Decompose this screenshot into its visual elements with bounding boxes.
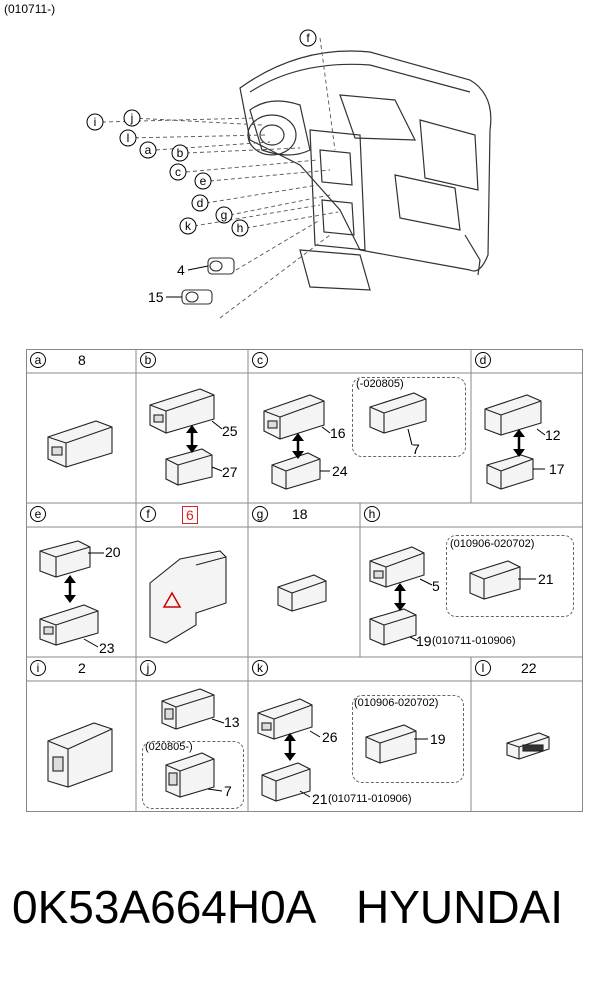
cell-l: l 22	[471, 657, 583, 812]
cell-label-h: h	[364, 506, 380, 522]
svg-text:f: f	[306, 31, 310, 45]
cell-f: f 6	[136, 503, 248, 657]
cell-h-range: (010906-020702)	[450, 538, 535, 550]
cell-k-range-box	[352, 695, 464, 783]
cell-j-range: (020805-)	[145, 741, 193, 753]
cell-h: h (010906-020702) 21 5 19 (010711-010906…	[360, 503, 583, 657]
cell-h-part-2: 19	[416, 633, 432, 649]
callout-k: k	[179, 217, 197, 235]
switch-d-drawing	[484, 394, 546, 490]
cell-i: i 2	[26, 657, 136, 812]
cell-label-k: k	[252, 660, 268, 676]
cell-f-part-number: 6	[182, 506, 198, 524]
cell-c-part-1: 16	[330, 425, 346, 441]
cell-k-range-2: (010711-010906)	[328, 793, 412, 805]
switch-i-drawing	[47, 722, 113, 788]
cell-b-part-1: 25	[222, 423, 238, 439]
cell-c-range-part: 7	[412, 441, 420, 457]
callout-number-15: 15	[148, 289, 164, 305]
part-number: 0K53A664H0A	[12, 881, 317, 933]
callout-b: b	[171, 144, 189, 162]
parts-grid	[26, 349, 583, 812]
switch-j-drawing	[161, 688, 225, 798]
callout-g: g	[215, 206, 233, 224]
svg-text:i: i	[94, 115, 97, 129]
brand-name: HYUNDAI	[356, 881, 564, 933]
switch-h-drawing	[369, 546, 536, 646]
svg-text:k: k	[185, 219, 192, 233]
cell-a-part-number: 8	[78, 352, 86, 368]
dashboard-overview-illustration: f i j l a b c e d k g h 4 15	[86, 29, 492, 319]
svg-text:g: g	[221, 208, 228, 222]
cell-j: j (020805-) 7 13	[136, 657, 248, 812]
cell-b: b 25 27	[136, 349, 248, 503]
cell-e-part-1: 20	[105, 544, 121, 560]
cell-label-c: c	[252, 352, 268, 368]
callout-f: f	[299, 29, 317, 47]
callout-e: e	[194, 172, 212, 190]
cell-k-part-2: 21	[312, 791, 328, 807]
cell-g-part-number: 18	[292, 506, 308, 522]
svg-text:b: b	[177, 146, 184, 160]
callout-j: j	[123, 109, 141, 127]
cell-b-part-2: 27	[222, 464, 238, 480]
cell-h-range-part: 21	[538, 571, 554, 587]
callout-number-4: 4	[177, 262, 185, 278]
svg-text:d: d	[197, 196, 204, 210]
svg-text:h: h	[237, 221, 244, 235]
switch-k-drawing	[257, 698, 428, 802]
cell-label-a: a	[30, 352, 46, 368]
cell-label-g: g	[252, 506, 268, 522]
cell-j-range-part: 7	[224, 783, 232, 799]
switch-c-drawing	[263, 392, 427, 490]
cell-h-part-1: 5	[432, 578, 440, 594]
callout-i: i	[86, 113, 104, 131]
cell-label-j: j	[140, 660, 156, 676]
switch-a-drawing	[47, 420, 113, 468]
cell-label-e: e	[30, 506, 46, 522]
cell-label-l: l	[475, 660, 491, 676]
svg-text:e: e	[200, 174, 207, 188]
cell-k: k (010906-020702) 19 26 21 (010711-01090…	[248, 657, 471, 812]
svg-text:a: a	[145, 143, 152, 157]
svg-text:c: c	[175, 165, 181, 179]
cell-h-range-box	[446, 535, 574, 617]
cell-a: a 8	[26, 349, 136, 503]
switch-l-drawing	[506, 732, 550, 760]
cell-c-part-2: 24	[332, 463, 348, 479]
cell-k-part-1: 26	[322, 729, 338, 745]
cell-e: e 20 23	[26, 503, 136, 657]
svg-text:j: j	[130, 111, 134, 125]
cell-j-range-box	[142, 741, 244, 809]
cell-label-i: i	[30, 660, 46, 676]
cell-h-range-2: (010711-010906)	[432, 635, 516, 647]
cell-k-range-part: 19	[430, 731, 446, 747]
cell-label-b: b	[140, 352, 156, 368]
cell-label-d: d	[475, 352, 491, 368]
cell-d-part-2: 17	[549, 461, 565, 477]
cell-c-range: (-020805)	[356, 378, 404, 390]
hazard-switch-drawing	[149, 550, 227, 644]
cell-label-f: f	[140, 506, 156, 522]
cell-l-part-number: 22	[521, 660, 537, 676]
cell-g: g 18	[248, 503, 360, 657]
cell-c: c (-020805) 7 16 24	[248, 349, 471, 503]
svg-text:l: l	[127, 131, 130, 145]
cell-c-range-box	[352, 377, 466, 457]
cell-j-part-1: 13	[224, 714, 240, 730]
switch-g-drawing	[277, 574, 327, 612]
date-code: (010711-)	[4, 2, 56, 16]
cell-i-part-number: 2	[78, 660, 86, 676]
switch-e-drawing	[39, 540, 104, 648]
cell-e-part-2: 23	[99, 640, 115, 656]
callout-h: h	[231, 219, 249, 237]
cell-k-range: (010906-020702)	[354, 697, 439, 709]
callout-l: l	[119, 129, 137, 147]
callout-a: a	[139, 141, 157, 159]
cell-d: d 12 17	[471, 349, 583, 503]
callout-c: c	[169, 163, 187, 181]
callout-d: d	[191, 194, 209, 212]
cell-d-part-1: 12	[545, 427, 561, 443]
switch-b-drawing	[149, 388, 223, 486]
